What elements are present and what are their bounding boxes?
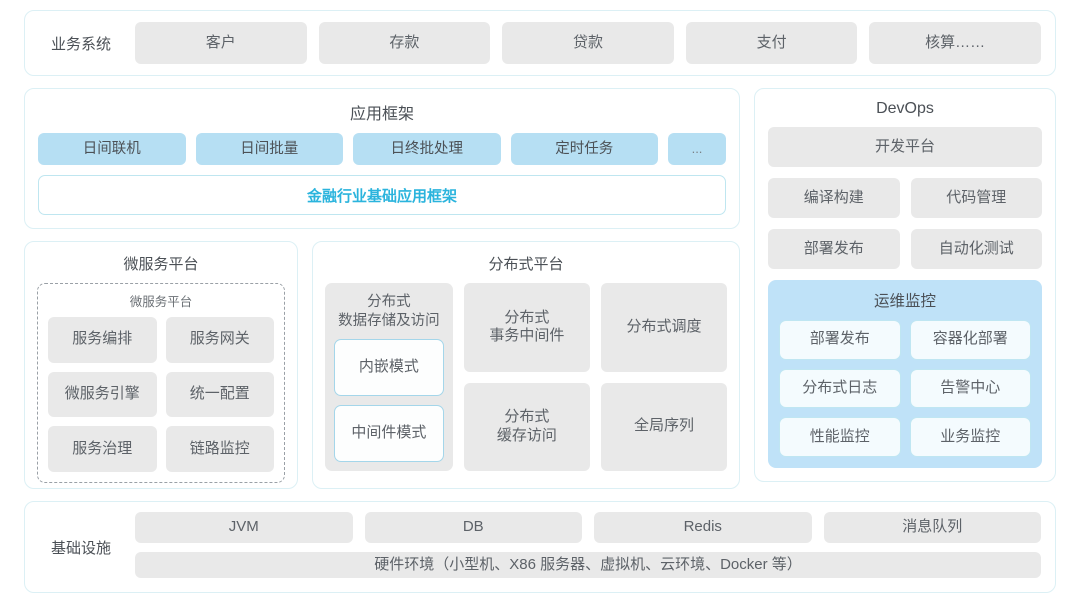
app-chip-daytime-online[interactable]: 日间联机 — [38, 133, 186, 165]
distributed-cards-grid: 分布式事务中间件 分布式调度 分布式缓存访问 全局序列 — [463, 283, 727, 471]
devops-panel: DevOps 开发平台 编译构建 代码管理 部署发布 自动化测试 运维监控 部署… — [754, 88, 1056, 482]
devops-chip-compile-build[interactable]: 编译构建 — [768, 178, 900, 218]
business-chip-customer[interactable]: 客户 — [135, 22, 307, 64]
infrastructure-label: 基础设施 — [50, 539, 111, 557]
ops-monitoring-grid: 部署发布 容器化部署 分布式日志 告警中心 性能监控 业务监控 — [779, 320, 1031, 457]
middle-row: 应用框架 日间联机 日间批量 日终批处理 定时任务 ... 金融行业基础应用框架… — [24, 88, 1056, 489]
infra-chip-message-queue[interactable]: 消息队列 — [823, 511, 1041, 543]
micro-chip-service-governance[interactable]: 服务治理 — [48, 426, 157, 472]
devops-title: DevOps — [876, 100, 934, 117]
app-chip-eod-batch[interactable]: 日终批处理 — [353, 133, 501, 165]
microservice-platform-title: 微服务平台 — [123, 256, 199, 273]
app-chip-more[interactable]: ... — [668, 133, 726, 165]
platforms-row: 微服务平台 微服务平台 服务编排 服务网关 微服务引擎 统一配置 服务治理 链路… — [24, 241, 740, 489]
devops-chip-dev-platform[interactable]: 开发平台 — [768, 127, 1042, 167]
micro-chip-unified-config[interactable]: 统一配置 — [165, 371, 274, 418]
microservice-inner-title: 微服务平台 — [129, 295, 193, 309]
distributed-data-storage-card[interactable]: 分布式 数据存储及访问 内嵌模式 中间件模式 — [325, 283, 453, 471]
business-systems-label: 业务系统 — [50, 35, 111, 53]
devops-chip-code-management[interactable]: 代码管理 — [910, 178, 1042, 218]
app-framework-title: 应用框架 — [349, 106, 414, 123]
micro-chip-service-gateway[interactable]: 服务网关 — [165, 317, 274, 363]
ops-chip-performance-monitoring[interactable]: 性能监控 — [779, 417, 901, 457]
micro-chip-microservice-engine[interactable]: 微服务引擎 — [48, 371, 157, 418]
ops-chip-business-monitoring[interactable]: 业务监控 — [909, 417, 1031, 457]
devops-pair-1: 编译构建 代码管理 — [768, 178, 1042, 218]
infrastructure-panel: 基础设施 JVM DB Redis 消息队列 硬件环境（小型机、X86 服务器、… — [24, 501, 1056, 593]
app-chip-daytime-batch[interactable]: 日间批量 — [195, 133, 343, 165]
devops-pair-2: 部署发布 自动化测试 — [768, 229, 1042, 269]
dist-card-2-text: 分布式缓存访问 — [496, 408, 557, 444]
distributed-data-storage-title: 分布式 数据存储及访问 — [334, 293, 444, 331]
ops-chip-deploy-release[interactable]: 部署发布 — [779, 320, 901, 360]
app-framework-panel: 应用框架 日间联机 日间批量 日终批处理 定时任务 ... 金融行业基础应用框架 — [24, 88, 740, 229]
distributed-platform-title: 分布式平台 — [488, 256, 564, 273]
business-chip-loan[interactable]: 贷款 — [502, 22, 674, 64]
business-chip-payment[interactable]: 支付 — [685, 22, 858, 64]
app-framework-chips: 日间联机 日间批量 日终批处理 定时任务 ... — [38, 133, 726, 165]
business-chip-accounting[interactable]: 核算…… — [869, 22, 1041, 64]
dist-card-transaction-middleware[interactable]: 分布式事务中间件 — [463, 283, 590, 372]
microservice-grid: 服务编排 服务网关 微服务引擎 统一配置 服务治理 链路监控 — [48, 317, 274, 472]
ops-chip-containerized-deploy[interactable]: 容器化部署 — [909, 320, 1031, 360]
storage-mode-embedded[interactable]: 内嵌模式 — [334, 338, 444, 396]
storage-mode-middleware[interactable]: 中间件模式 — [334, 404, 444, 462]
business-systems-chips: 客户 存款 贷款 支付 核算…… — [135, 22, 1041, 64]
dist-card-0-text: 分布式事务中间件 — [489, 308, 565, 345]
middle-left-column: 应用框架 日间联机 日间批量 日终批处理 定时任务 ... 金融行业基础应用框架… — [24, 88, 740, 489]
distributed-storage-column: 分布式 数据存储及访问 内嵌模式 中间件模式 — [325, 283, 453, 471]
infra-chip-jvm[interactable]: JVM — [135, 511, 353, 543]
hardware-environment-row: 硬件环境（小型机、X86 服务器、虚拟机、云环境、Docker 等） — [135, 551, 1041, 583]
business-chip-deposit[interactable]: 存款 — [318, 22, 491, 64]
distributed-body: 分布式 数据存储及访问 内嵌模式 中间件模式 — [313, 283, 739, 483]
storage-title-line2: 数据存储及访问 — [338, 312, 440, 329]
infrastructure-chips: JVM DB Redis 消息队列 — [135, 511, 1041, 543]
distributed-platform-panel: 分布式平台 分布式 数据存储及访问 内嵌模式 中间件模式 — [312, 241, 740, 489]
storage-title-line1: 分布式 — [367, 294, 411, 310]
microservice-platform-panel: 微服务平台 微服务平台 服务编排 服务网关 微服务引擎 统一配置 服务治理 链路… — [24, 241, 298, 489]
business-systems-panel: 业务系统 客户 存款 贷款 支付 核算…… — [24, 10, 1056, 76]
infrastructure-content: JVM DB Redis 消息队列 硬件环境（小型机、X86 服务器、虚拟机、云… — [135, 511, 1041, 583]
dist-card-scheduling[interactable]: 分布式调度 — [600, 283, 727, 372]
ops-chip-distributed-logging[interactable]: 分布式日志 — [779, 368, 901, 409]
ops-monitoring-box: 运维监控 部署发布 容器化部署 分布式日志 告警中心 性能监控 业务监控 — [768, 280, 1042, 468]
dist-card-global-sequence[interactable]: 全局序列 — [600, 382, 727, 471]
devops-chip-deploy-release[interactable]: 部署发布 — [768, 229, 900, 269]
infra-chip-hardware-environment[interactable]: 硬件环境（小型机、X86 服务器、虚拟机、云环境、Docker 等） — [135, 551, 1041, 579]
micro-chip-service-orchestration[interactable]: 服务编排 — [48, 317, 157, 363]
devops-chip-automated-testing[interactable]: 自动化测试 — [910, 229, 1042, 269]
financial-base-framework-bar[interactable]: 金融行业基础应用框架 — [38, 175, 726, 215]
distributed-storage-modes: 内嵌模式 中间件模式 — [334, 338, 444, 462]
micro-chip-trace-monitoring[interactable]: 链路监控 — [165, 426, 274, 472]
dist-card-cache-access[interactable]: 分布式缓存访问 — [463, 382, 590, 471]
ops-monitoring-title: 运维监控 — [873, 293, 936, 310]
app-chip-scheduled-task[interactable]: 定时任务 — [510, 133, 658, 165]
microservice-inner-box: 微服务平台 服务编排 服务网关 微服务引擎 统一配置 服务治理 链路监控 — [37, 283, 285, 483]
ops-chip-alert-center[interactable]: 告警中心 — [909, 368, 1031, 409]
infra-chip-db[interactable]: DB — [364, 511, 582, 543]
infra-chip-redis[interactable]: Redis — [594, 511, 812, 543]
